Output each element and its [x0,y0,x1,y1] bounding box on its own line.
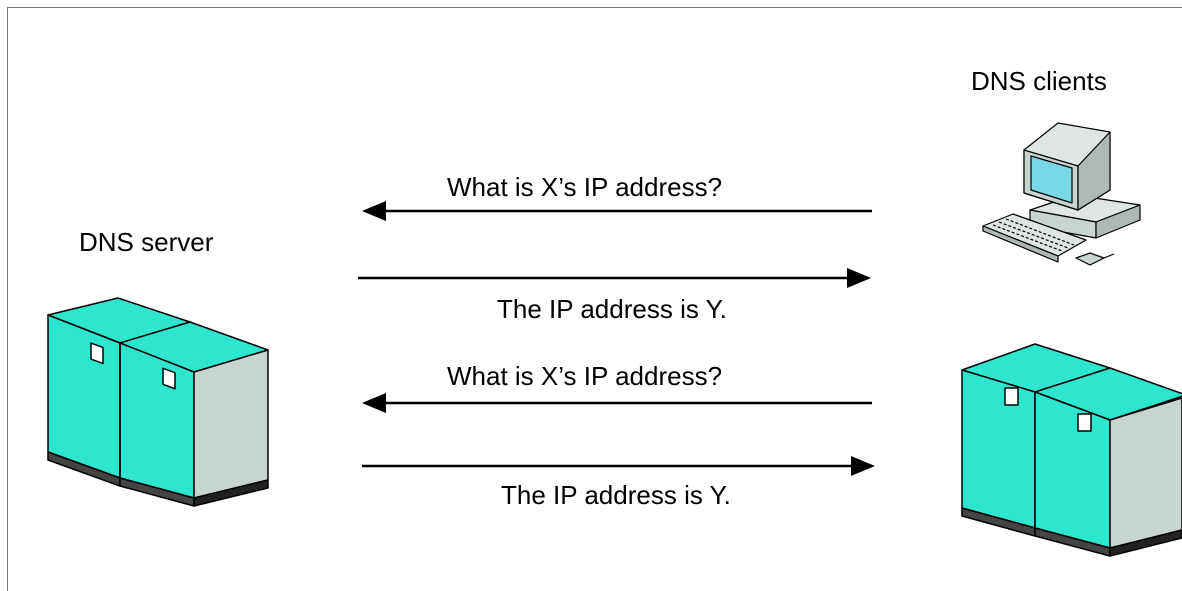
response-message-2: The IP address is Y. [501,480,731,510]
response-message-1: The IP address is Y. [497,294,727,324]
query-arrow-2-head [362,393,386,413]
dns-server-label: DNS server [79,227,214,257]
frame-top-border [7,7,1182,8]
response-arrow-1-head [847,268,871,288]
query-arrow-1-head [362,201,386,221]
query-message-1: What is X’s IP address? [447,172,723,202]
dns-server-icon [961,343,1182,557]
frame-left-border [7,7,8,591]
dns-server-icon [47,297,269,507]
desktop-computer-icon [982,122,1141,266]
query-message-2: What is X’s IP address? [447,361,723,391]
response-arrow-2-head [851,456,875,476]
dns-clients-label: DNS clients [971,66,1107,96]
